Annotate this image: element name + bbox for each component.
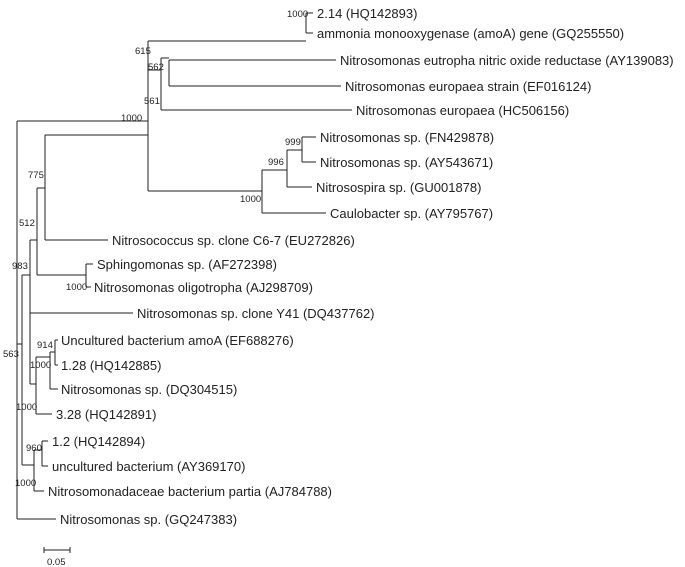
taxon-label: Sphingomonas sp. (AF272398) xyxy=(97,257,277,272)
bootstrap-value: 512 xyxy=(19,218,35,229)
scale-bar-label: 0.05 xyxy=(47,557,66,567)
taxon-label: 2.14 (HQ142893) xyxy=(317,6,417,21)
bootstrap-value: 1000 xyxy=(121,113,142,124)
taxon-label: Nitrosomonas sp. (AY543671) xyxy=(320,155,493,170)
bootstrap-value: 996 xyxy=(268,157,284,168)
taxon-label: Nitrosomonas eutropha nitric oxide reduc… xyxy=(340,53,674,68)
taxon-label: Nitrosococcus sp. clone C6-7 (EU272826) xyxy=(112,233,355,248)
scale-bar-line xyxy=(43,547,71,553)
taxon-label: 1.2 (HQ142894) xyxy=(52,434,145,449)
bootstrap-value: 983 xyxy=(12,261,28,272)
bootstrap-value: 914 xyxy=(37,340,53,351)
bootstrap-value: 1000 xyxy=(30,360,51,371)
tree-branches xyxy=(16,12,352,520)
bootstrap-value: 1000 xyxy=(15,478,36,489)
taxon-label: Nitrosomonadaceae bacterium partia (AJ78… xyxy=(48,484,332,499)
taxon-label: Nitrosomonas europaea strain (EF016124) xyxy=(345,79,591,94)
taxon-label: Nitrosomonas sp. clone Y41 (DQ437762) xyxy=(137,306,375,321)
taxon-label: Nitrosomonas sp. (DQ304515) xyxy=(61,382,237,397)
bootstrap-value: 999 xyxy=(285,137,301,148)
taxon-label: Caulobacter sp. (AY795767) xyxy=(330,206,493,221)
bootstrap-values: 1000 615 562 561 1000 999 996 1000 775 5… xyxy=(3,9,308,489)
bootstrap-value: 615 xyxy=(135,46,151,57)
bootstrap-value: 563 xyxy=(3,349,19,360)
taxon-label: 3.28 (HQ142891) xyxy=(56,407,156,422)
taxon-label: ammonia monooxygenase (amoA) gene (GQ255… xyxy=(317,26,624,41)
bootstrap-value: 960 xyxy=(26,443,42,454)
taxon-label: 1.28 (HQ142885) xyxy=(61,358,161,373)
scale-bar: 0.05 xyxy=(43,547,71,567)
taxon-label: Nitrosospira sp. (GU001878) xyxy=(316,180,481,195)
bootstrap-value: 562 xyxy=(148,62,164,73)
bootstrap-value: 1000 xyxy=(287,9,308,20)
taxon-label: Nitrosomonas sp. (GQ247383) xyxy=(60,512,237,527)
bootstrap-value: 561 xyxy=(144,96,160,107)
taxon-label: Nitrosomonas sp. (FN429878) xyxy=(320,130,494,145)
taxon-labels: 2.14 (HQ142893) ammonia monooxygenase (a… xyxy=(48,6,674,527)
bootstrap-value: 1000 xyxy=(66,282,87,293)
bootstrap-value: 775 xyxy=(28,170,44,181)
taxon-label: uncultured bacterium (AY369170) xyxy=(52,459,245,474)
bootstrap-value: 1000 xyxy=(240,194,261,205)
taxon-label: Nitrosomonas oligotropha (AJ298709) xyxy=(94,280,313,295)
bootstrap-value: 1000 xyxy=(16,402,37,413)
taxon-label: Nitrosomonas europaea (HC506156) xyxy=(356,103,569,118)
taxon-label: Uncultured bacterium amoA (EF688276) xyxy=(61,333,294,348)
